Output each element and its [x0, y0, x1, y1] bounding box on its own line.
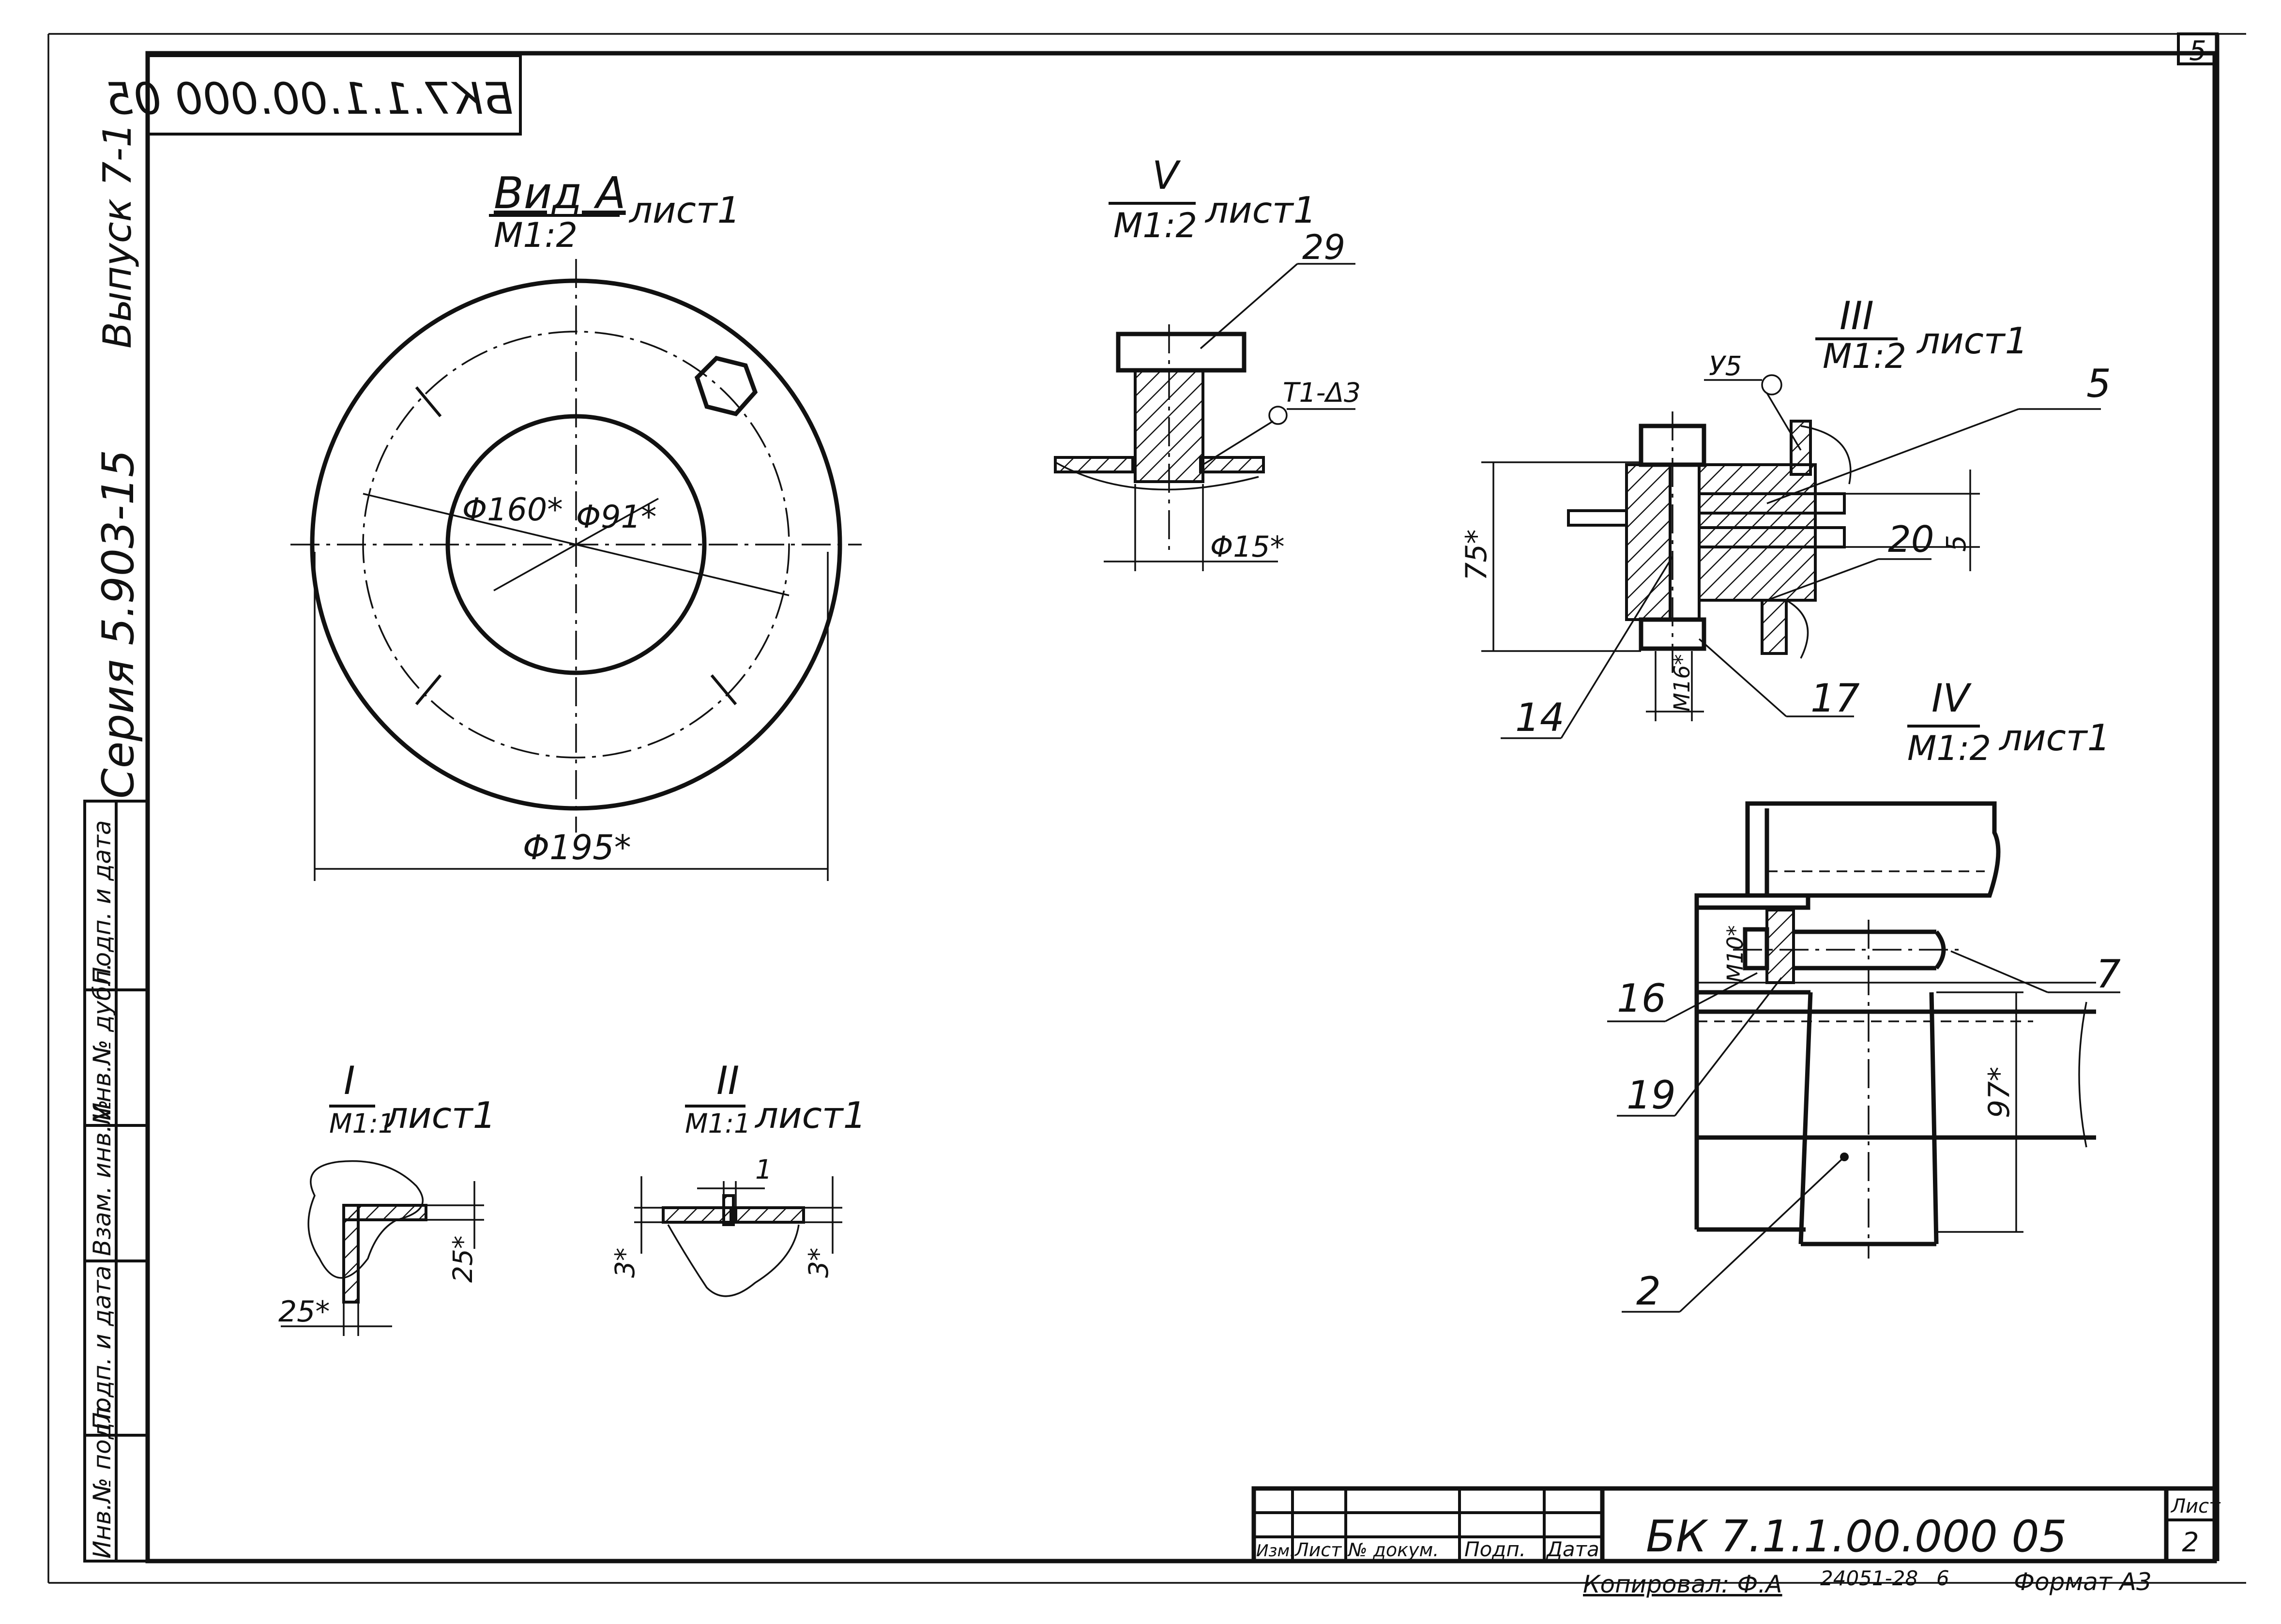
sheet-frame: 5 [47, 32, 2246, 1584]
callout-20: 20 [1888, 518, 1934, 561]
title-block-sheet-number: 2 [2182, 1527, 2199, 1558]
callout-7: 7 [2096, 952, 2121, 997]
view-v-sheet-ref: лист1 [1204, 189, 1316, 231]
view-iii-sheet-ref: лист1 [1916, 319, 2028, 362]
view-i-dim-h25: 25* [447, 1236, 478, 1283]
view-iii-scale: М1:2 [1823, 336, 1906, 376]
view-iii-dim-5: 5 [1941, 535, 1972, 552]
footer-format: Формат А3 [2014, 1568, 2152, 1596]
view-ii-scale: М1:1 [685, 1108, 751, 1139]
view-iv-roman: IV [1931, 676, 1972, 721]
callout-19: 19 [1627, 1073, 1676, 1118]
sheet-corner-number: 5 [2189, 35, 2206, 67]
stamp-field-inv-podl: Инв.№ подл. [88, 1399, 116, 1559]
view-v-weld: Т1-Δ3 [1283, 377, 1361, 408]
view-i-sheet-ref: лист1 [384, 1094, 496, 1137]
view-ii-dim-right3: 3* [803, 1248, 834, 1278]
footer-order: 24051-28 [1820, 1566, 1918, 1590]
view-a-sheet-ref: лист1 [628, 189, 740, 231]
view-a-scale: М1:2 [494, 215, 578, 255]
stamp-field-podp-data-2: Подп. и дата [88, 820, 116, 985]
dim-phi195: Φ195* [523, 828, 631, 867]
title-block-header-data: Дата [1546, 1537, 1599, 1561]
view-ii-dim-gap: 1 [755, 1154, 772, 1185]
callout-14: 14 [1515, 695, 1565, 740]
left-margin-labels: Выпуск 7-1 Серия 5.903-15 [93, 123, 144, 799]
mirrored-code-box: БК7.1.1.00.000 05 [106, 54, 522, 136]
callout-2: 2 [1636, 1269, 1661, 1314]
view-i-scale: М1:1 [329, 1108, 395, 1139]
callout-16: 16 [1617, 976, 1666, 1021]
title-block-header-izm: Изм. [1256, 1541, 1295, 1561]
view-iv: IV М1:2 лист1 М10* 97* 7 [1607, 676, 2121, 1314]
view-iii-weld: У5 [1709, 350, 1742, 381]
footer-num: 6 [1936, 1566, 1949, 1590]
view-v-dim-phi15: Φ15* [1210, 530, 1285, 564]
view-iv-dim-m10: М10* [1722, 925, 1748, 983]
dim-phi91: Φ91* [576, 499, 656, 535]
view-i-dim-w25: 25* [278, 1295, 330, 1329]
view-a-title: Вид А [494, 168, 626, 219]
view-a: Вид А М1:2 лист1 Φ160* Φ91* Φ195* [290, 168, 862, 881]
footer: Копировал: Ф.А 24051-28 6 Формат А3 [1583, 1566, 2152, 1598]
title-block-sheet-label: Лист [2170, 1495, 2221, 1518]
view-iii: III М1:2 лист1 У5 5 20 5 [1460, 293, 2111, 740]
title-block-header-podp: Подп. [1464, 1537, 1526, 1561]
view-iii-dim-75: 75* [1460, 530, 1493, 581]
view-iii-roman: III [1840, 293, 1874, 338]
mirrored-code-text: БК7.1.1.00.000 05 [106, 74, 513, 124]
callout-5: 5 [2086, 361, 2111, 406]
title-block-designation: БК 7.1.1.00.000 05 [1646, 1511, 2067, 1562]
title-block: Изм. Лист № докум. Подп. Дата БК 7.1.1.0… [1251, 1486, 2221, 1563]
view-v-roman: V [1152, 153, 1181, 198]
view-i-roman: I [344, 1058, 355, 1103]
view-ii-roman: II [716, 1058, 739, 1103]
series-label: Серия 5.903-15 [93, 450, 144, 799]
view-v-scale: М1:2 [1113, 206, 1197, 245]
issue-label: Выпуск 7-1 [95, 123, 140, 349]
view-iv-dim-97: 97* [1982, 1067, 2016, 1118]
view-ii: II М1:1 лист1 1 3* 3* [609, 1058, 866, 1297]
title-block-header-doc: № докум. [1347, 1539, 1439, 1561]
side-stamp: Инв.№ подл. Подп. и дата Взам. инв.№ Инв… [83, 800, 149, 1563]
dim-phi160: Φ160* [462, 492, 563, 528]
view-v: V М1:2 лист1 29 Т1-Δ3 Φ15* [1054, 153, 1361, 571]
view-ii-dim-left3: 3* [609, 1248, 640, 1278]
footer-copied: Копировал: Ф.А [1583, 1570, 1782, 1598]
view-v-callout-29: 29 [1302, 228, 1345, 267]
view-i: I М1:1 лист1 25* 25* [278, 1058, 496, 1336]
view-iv-scale: М1:2 [1907, 729, 1991, 768]
view-iii-dim-m16: М16* [1669, 654, 1695, 712]
view-ii-sheet-ref: лист1 [754, 1094, 866, 1137]
callout-17: 17 [1810, 676, 1860, 721]
stamp-field-inv-dubl: Инв.№ дубл. [88, 963, 116, 1121]
title-block-header-list: Лист [1294, 1539, 1342, 1561]
stamp-field-podp-data-1: Подп. и дата [88, 1265, 116, 1430]
stamp-field-vzam-inv: Взам. инв.№ [88, 1099, 116, 1256]
view-iv-sheet-ref: лист1 [1998, 716, 2110, 759]
